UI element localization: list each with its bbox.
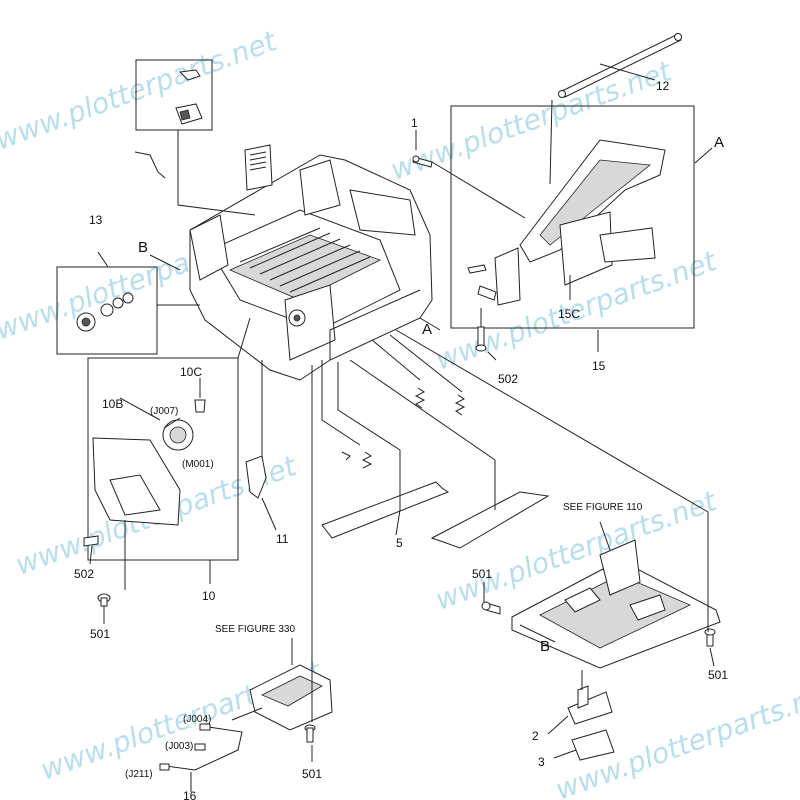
callout-501-right-top: 501 bbox=[472, 567, 492, 581]
part-12-roller bbox=[558, 33, 682, 98]
part-10-motor-assembly bbox=[92, 399, 206, 526]
part-13-gears bbox=[76, 292, 134, 332]
callout-10c: 10C bbox=[180, 365, 202, 379]
callout-16: 16 bbox=[183, 789, 197, 800]
part-5-bar bbox=[321, 481, 450, 539]
base-assembly bbox=[511, 539, 721, 669]
watermark-1: www.plotterparts.net bbox=[0, 24, 282, 157]
screw-1 bbox=[412, 155, 433, 168]
springs bbox=[341, 387, 466, 469]
callout-10b: 10B bbox=[102, 397, 123, 411]
part-2 bbox=[567, 685, 613, 725]
callout-ref-a-right: A bbox=[714, 134, 724, 151]
watermark-layer: www.plotterparts.net www.plotterparts.ne… bbox=[0, 24, 800, 800]
screw-501-right-bottom bbox=[704, 628, 716, 647]
part-11 bbox=[245, 455, 267, 499]
callout-15: 15 bbox=[592, 359, 606, 373]
note-see-figure-110: SEE FIGURE 110 bbox=[563, 502, 643, 513]
screw-502-right bbox=[475, 326, 487, 352]
screw-502-left bbox=[83, 535, 99, 547]
callout-5: 5 bbox=[396, 536, 403, 550]
callout-3: 3 bbox=[538, 755, 545, 769]
screw-501-bottom bbox=[304, 724, 316, 743]
connector-j003: (J003) bbox=[165, 741, 193, 752]
connector-j007: (J007) bbox=[150, 406, 178, 417]
part-15-assembly bbox=[467, 139, 666, 306]
callout-ref-b-left: B bbox=[138, 239, 148, 256]
callout-2: 2 bbox=[532, 729, 539, 743]
callout-10: 10 bbox=[202, 589, 216, 603]
screw-501-left bbox=[97, 593, 111, 607]
part-10-bracket bbox=[87, 357, 239, 561]
callout-502-left: 502 bbox=[74, 567, 94, 581]
switch-inset-box bbox=[135, 59, 213, 131]
callout-12: 12 bbox=[656, 79, 670, 93]
part-3 bbox=[571, 729, 615, 761]
switch-part bbox=[175, 69, 203, 125]
leader-lines bbox=[89, 63, 715, 792]
part-13-box bbox=[56, 266, 158, 355]
callout-13: 13 bbox=[89, 213, 103, 227]
connector-j004: (J004) bbox=[183, 714, 211, 725]
callout-501-bottom: 501 bbox=[302, 767, 322, 781]
callout-502-right: 502 bbox=[498, 372, 518, 386]
callout-ref-a-center: A bbox=[422, 321, 432, 338]
callout-501-left: 501 bbox=[90, 627, 110, 641]
note-see-figure-330: SEE FIGURE 330 bbox=[215, 624, 295, 635]
part-15-box bbox=[450, 105, 695, 329]
connector-j211: (J211) bbox=[125, 769, 153, 780]
callout-501-right-bottom: 501 bbox=[708, 668, 728, 682]
callout-1: 1 bbox=[411, 116, 418, 130]
flat-sheet bbox=[430, 491, 550, 549]
callout-15c: 15C bbox=[558, 307, 580, 321]
part-16-cable bbox=[159, 723, 243, 771]
callout-11: 11 bbox=[276, 532, 289, 546]
main-frame-assembly bbox=[134, 144, 433, 381]
callout-ref-b-right: B bbox=[540, 638, 550, 655]
connector-m001: (M001) bbox=[182, 459, 214, 470]
screw-501-right-top bbox=[481, 601, 501, 615]
